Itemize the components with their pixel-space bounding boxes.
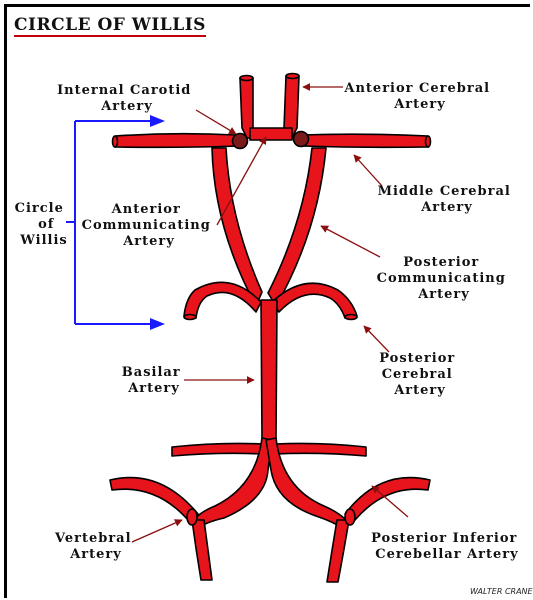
anterior-communicating-artery bbox=[250, 128, 292, 140]
left-internal-carotid-section bbox=[233, 134, 248, 149]
right-anterior-cerebral-cap bbox=[286, 74, 299, 79]
label-anterior-cerebral: Anterior Cerebral Artery bbox=[343, 81, 495, 112]
left-middle-cerebral-artery bbox=[115, 134, 240, 148]
pointer-posterior-cerebral bbox=[364, 326, 389, 352]
label-posterior-communicating: Posterior Communicating Artery bbox=[377, 255, 512, 302]
left-middle-cerebral-cap bbox=[113, 136, 118, 147]
left-vertebral-stem bbox=[192, 520, 212, 580]
label-vertebral: Vertebral Artery bbox=[54, 531, 137, 562]
right-vertebral-stem bbox=[327, 520, 349, 582]
label-anterior-communicating: Anterior Communicating Artery bbox=[82, 202, 217, 249]
left-vertebral-cap bbox=[187, 509, 197, 525]
basilar-artery-trunk bbox=[261, 300, 277, 440]
label-basilar: Basilar Artery bbox=[122, 365, 186, 396]
label-pica: Posterior Inferior Cerebellar Artery bbox=[371, 531, 523, 562]
right-internal-carotid-section bbox=[294, 132, 309, 147]
label-posterior-cerebral: Posterior Cerebral Artery bbox=[379, 351, 461, 398]
label-circle-of-willis: Circle of Willis bbox=[15, 201, 70, 248]
right-posterior-communicating-artery bbox=[268, 148, 326, 306]
right-vertebral-cap bbox=[345, 509, 355, 525]
right-cerebellar-branch bbox=[275, 443, 366, 456]
pointer-vertebral bbox=[132, 520, 182, 542]
pointer-posterior-communicating bbox=[321, 226, 380, 257]
artery-network bbox=[110, 74, 431, 583]
left-cerebellar-branch bbox=[172, 443, 263, 456]
left-posterior-cerebral-cap bbox=[184, 315, 196, 320]
label-middle-cerebral: Middle Cerebral Artery bbox=[378, 184, 517, 215]
label-internal-carotid: Internal Carotid Artery bbox=[57, 83, 197, 114]
right-posterior-cerebral-cap bbox=[345, 315, 357, 320]
right-middle-cerebral-cap bbox=[426, 136, 431, 147]
pointer-internal-carotid bbox=[196, 110, 236, 134]
left-anterior-cerebral-cap bbox=[240, 76, 253, 81]
left-pica bbox=[110, 478, 198, 520]
pointer-middle-cerebral bbox=[354, 155, 382, 186]
artist-signature: WALTER CRANE bbox=[470, 587, 533, 596]
right-middle-cerebral-artery bbox=[300, 134, 428, 147]
